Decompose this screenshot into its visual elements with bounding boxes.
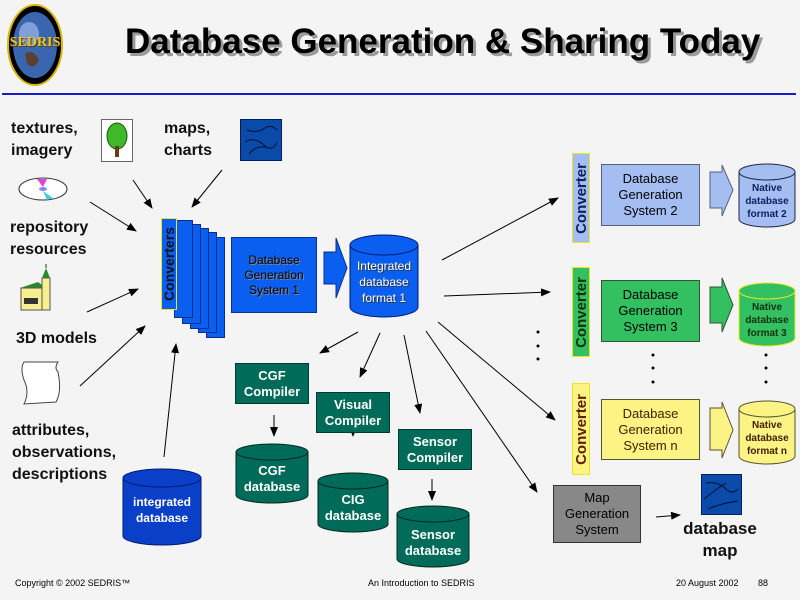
map-icon bbox=[240, 119, 282, 161]
arrow-maps bbox=[191, 169, 223, 208]
arrow-to-cgf bbox=[319, 331, 359, 354]
label-database-map: database map bbox=[683, 519, 757, 560]
tree-icon bbox=[101, 119, 133, 162]
block-arrow-sys2 bbox=[709, 164, 734, 217]
db-gen-system-2[interactable]: Database Generation System 2 bbox=[601, 164, 700, 226]
block-arrow-dbgen1 bbox=[323, 237, 348, 299]
arrow-to-sensor bbox=[403, 334, 423, 414]
footer-title: An Introduction to SEDRIS bbox=[368, 578, 475, 588]
native-format-2: Native database format 2 bbox=[738, 163, 796, 229]
label-3d-models: 3D models bbox=[16, 330, 97, 347]
footer-date: 20 August 2002 bbox=[676, 578, 739, 588]
arrow-repository bbox=[89, 201, 137, 232]
sensor-database: Sensor database bbox=[396, 505, 470, 569]
title-divider bbox=[2, 93, 796, 95]
globe-icon bbox=[7, 4, 63, 86]
logo-text: SEDRIS bbox=[9, 35, 61, 50]
arrow-to-visual bbox=[359, 332, 381, 378]
block-arrow-sysn bbox=[709, 401, 734, 459]
scroll-icon bbox=[20, 358, 64, 408]
arrow-to-map-gen bbox=[425, 330, 538, 493]
converters-label: Converters bbox=[161, 227, 178, 301]
converter-sys2[interactable]: Converter bbox=[572, 153, 590, 243]
arrow-attributes bbox=[79, 325, 146, 387]
arrow-integrated-db bbox=[163, 343, 180, 458]
db-gen-system-3[interactable]: Database Generation System 3 bbox=[601, 280, 700, 342]
footer-page-number: 88 bbox=[758, 578, 769, 588]
footer-copyright: Copyright © 2002 SEDRIS™ bbox=[15, 578, 131, 588]
label-textures: textures, imagery bbox=[11, 120, 78, 159]
native-format-3: Native database format 3 bbox=[738, 282, 796, 348]
db-gen-system-n[interactable]: Database Generation System n bbox=[601, 399, 700, 460]
cgf-compiler[interactable]: CGF Compiler bbox=[235, 363, 309, 404]
arrow-to-dbgen3 bbox=[443, 288, 551, 297]
cd-icon bbox=[17, 176, 69, 202]
slide-title: Database Generation & Sharing Today bbox=[125, 22, 761, 61]
integrated-database-format-1: Integrated database format 1 bbox=[349, 234, 419, 318]
integrated-database: integrated database bbox=[122, 468, 202, 546]
visual-compiler[interactable]: Visual Compiler bbox=[316, 392, 390, 433]
sensor-compiler[interactable]: Sensor Compiler bbox=[398, 429, 472, 470]
converters-stack[interactable]: Converters bbox=[160, 218, 230, 338]
converter-sys3[interactable]: Converter bbox=[572, 267, 590, 357]
label-attributes: attributes, observations, descriptions bbox=[12, 422, 117, 483]
arrow-models bbox=[86, 288, 139, 313]
cgf-database: CGF database bbox=[235, 443, 309, 505]
church-icon bbox=[18, 264, 58, 312]
converter-sysn[interactable]: Converter bbox=[572, 383, 590, 475]
native-format-n: Native database format n bbox=[738, 400, 796, 466]
label-maps: maps, charts bbox=[164, 120, 213, 159]
arrow-map bbox=[655, 511, 681, 520]
sedris-logo: SEDRIS bbox=[7, 4, 63, 86]
arrow-to-dbgen2 bbox=[441, 197, 559, 261]
arrow-to-dbgenn bbox=[437, 321, 556, 421]
block-arrow-sys3 bbox=[709, 277, 734, 333]
arrow-textures bbox=[132, 179, 153, 209]
label-repository: repository resources bbox=[10, 219, 89, 258]
database-map-icon bbox=[701, 474, 742, 515]
db-gen-system-1[interactable]: Database Generation System 1 bbox=[231, 237, 317, 313]
cig-database: CIG database bbox=[317, 472, 389, 534]
map-generation-system[interactable]: Map Generation System bbox=[553, 485, 641, 543]
